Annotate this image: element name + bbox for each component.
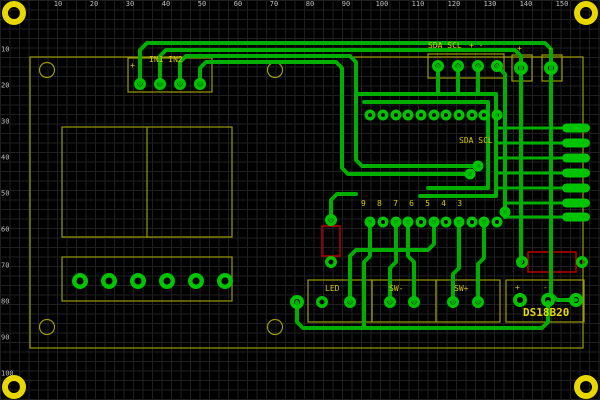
- copper-traces[interactable]: [138, 41, 578, 330]
- silk-mount-mark[interactable]: [266, 61, 284, 79]
- trace[interactable]: [354, 92, 498, 198]
- trace[interactable]: [348, 220, 436, 304]
- trace[interactable]: [451, 220, 461, 304]
- in-header-outline[interactable]: [127, 57, 213, 93]
- edge-connector-pads[interactable]: [562, 123, 590, 222]
- silk-mount-mark[interactable]: [266, 318, 284, 336]
- ds18b20-outline[interactable]: [505, 279, 585, 323]
- mount-hole[interactable]: [2, 375, 26, 399]
- trace[interactable]: [198, 60, 472, 176]
- trace[interactable]: [476, 220, 486, 304]
- button-pads[interactable]: [316, 296, 484, 308]
- mount-hole[interactable]: [2, 1, 26, 25]
- trace[interactable]: [388, 220, 398, 304]
- mount-hole[interactable]: [574, 1, 598, 25]
- power-pads[interactable]: [514, 61, 558, 75]
- trace[interactable]: [295, 300, 550, 330]
- trace[interactable]: [158, 48, 523, 86]
- trace[interactable]: [406, 220, 416, 304]
- silk-mount-mark[interactable]: [38, 318, 56, 336]
- in-header-pads[interactable]: [134, 78, 206, 90]
- trace[interactable]: [362, 100, 490, 190]
- i2c-header-outline[interactable]: [427, 53, 505, 79]
- trace[interactable]: [329, 192, 358, 222]
- trace[interactable]: [138, 41, 553, 86]
- trace[interactable]: [362, 220, 372, 330]
- silk-mount-mark[interactable]: [38, 61, 56, 79]
- trace[interactable]: [178, 54, 480, 168]
- ic-footprint-pads[interactable]: [364, 109, 503, 228]
- misc-pads-and-vias[interactable]: [290, 160, 588, 309]
- mount-hole[interactable]: [574, 375, 598, 399]
- edge-connector-stubs[interactable]: [494, 126, 564, 219]
- ds18b20-pads[interactable]: [513, 293, 583, 307]
- i2c-header-pads[interactable]: [432, 60, 503, 72]
- sw-minus-outline[interactable]: [371, 279, 437, 323]
- sw-plus-outline[interactable]: [435, 279, 501, 323]
- terminal-block-pads[interactable]: [72, 273, 233, 289]
- red-component-outline[interactable]: [321, 225, 341, 257]
- silkscreen-outlines[interactable]: [29, 53, 585, 349]
